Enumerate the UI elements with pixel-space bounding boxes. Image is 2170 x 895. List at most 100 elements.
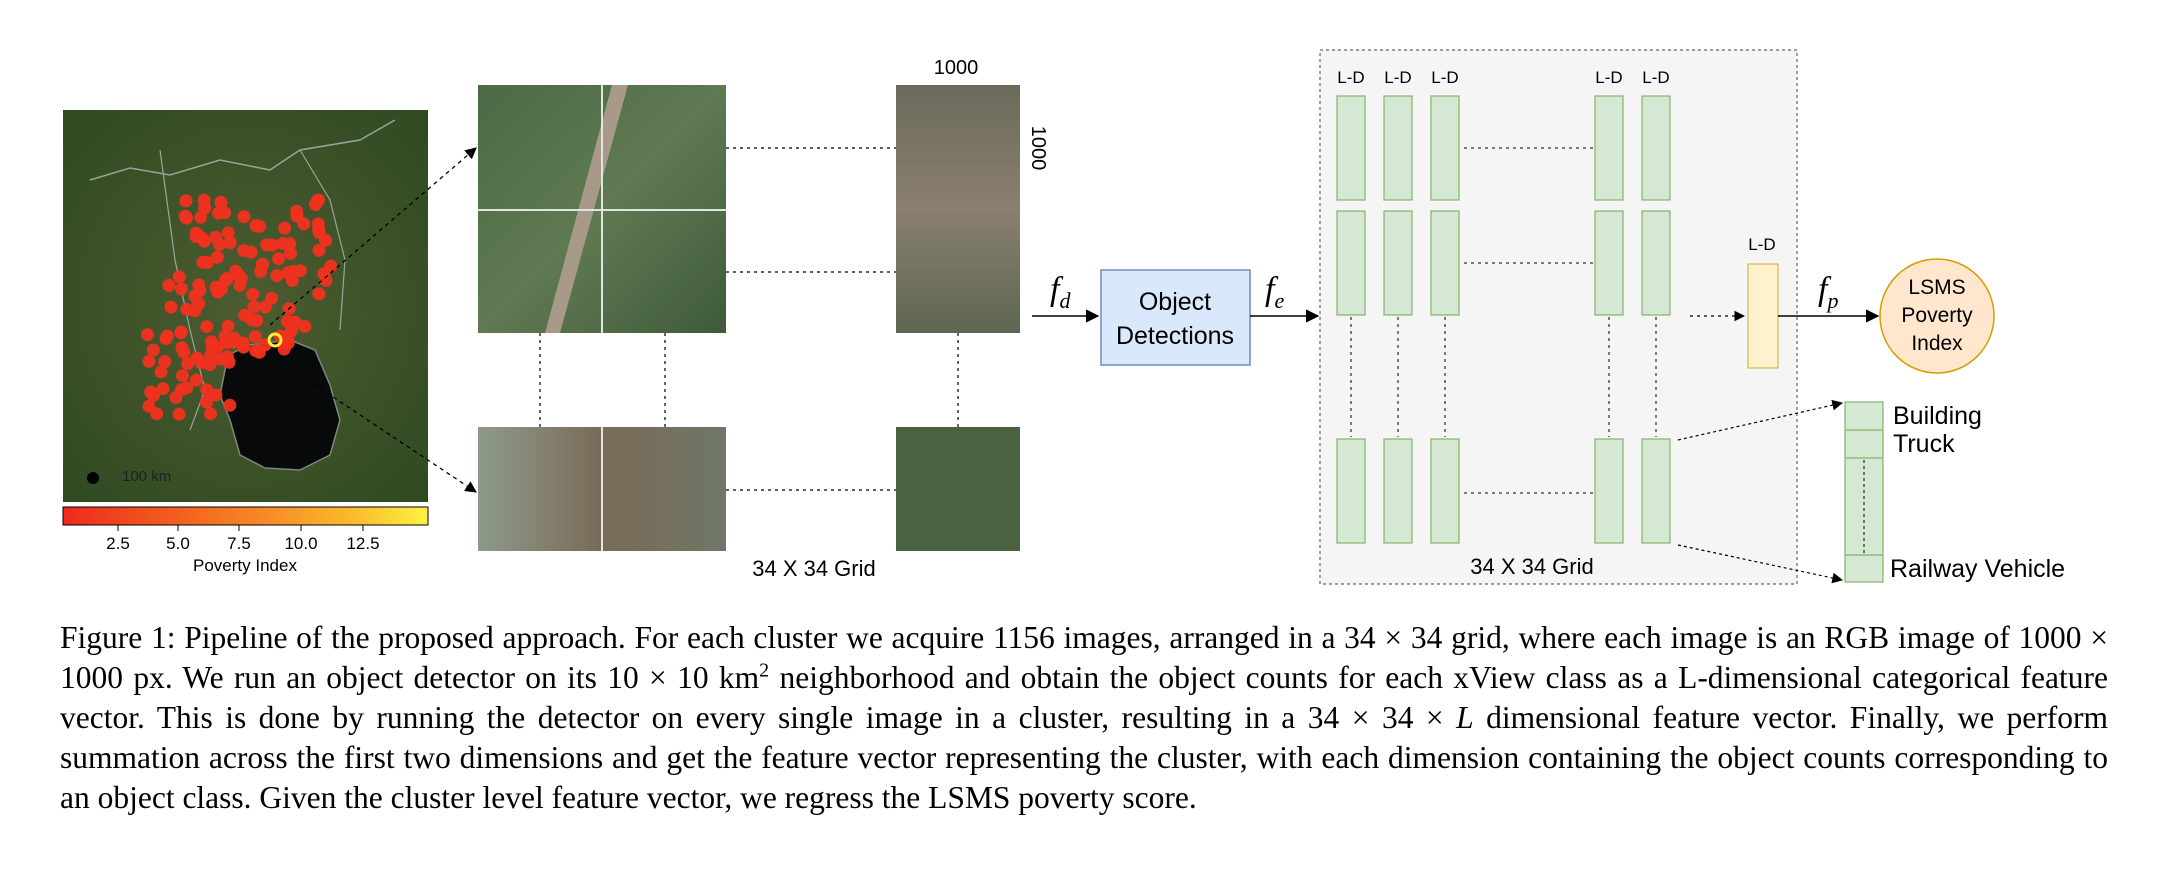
feature-cell [1430, 210, 1460, 316]
cluster-dot [238, 308, 252, 322]
caption-math: 34 × 34 × [1307, 700, 1457, 735]
feature-cell [1430, 95, 1460, 201]
caption-text: grid, where each image is an RGB image o… [1442, 620, 2019, 655]
image-grid: 1000 1000 34 X 34 Grid [478, 57, 1049, 581]
figure-label: Figure 1: [60, 620, 176, 655]
cluster-dot [276, 237, 290, 250]
cluster-dot [174, 326, 188, 340]
cluster-dot [284, 246, 297, 260]
cluster-dot [312, 243, 326, 257]
cluster-dot [180, 302, 194, 316]
feature-cell [1336, 95, 1366, 201]
cluster-dot [200, 320, 214, 334]
scale-label: 100 km [122, 468, 171, 485]
caption-math: 10 × 10 km [607, 660, 760, 695]
caption-superscript: 2 [759, 659, 770, 682]
feature-cell [1594, 438, 1624, 544]
column-label: L-D [1337, 68, 1364, 87]
fe-symbol: fe [1265, 271, 1284, 313]
class-label-truck: Truck [1893, 430, 1955, 458]
cluster-dot [290, 209, 304, 223]
cluster-dot [169, 390, 183, 404]
cluster-dot [179, 194, 193, 208]
object-detections-box [1100, 269, 1251, 366]
feature-cell [1594, 210, 1624, 316]
cluster-dot [205, 341, 219, 355]
cluster-dot [312, 287, 326, 301]
cluster-dot [221, 226, 235, 240]
feature-cell [1336, 438, 1366, 544]
cluster-dot [200, 383, 214, 397]
cluster-dot [231, 268, 245, 282]
cluster-dot [252, 345, 266, 359]
figure-caption: Figure 1: Pipeline of the proposed appro… [60, 618, 2108, 818]
colorbar-label: Poverty Index [193, 556, 297, 575]
cluster-dot [247, 300, 261, 314]
caption-text: dimensional feature vector. Finally, we … [60, 700, 2109, 815]
feature-cell [1383, 210, 1413, 316]
caption-text: Pipeline of the proposed approach. For e… [175, 620, 993, 655]
cluster-dot [223, 236, 237, 250]
feature-cell [1641, 438, 1671, 544]
cluster-dot [233, 278, 247, 292]
cluster-dot [172, 270, 186, 284]
cluster-dot [146, 343, 160, 357]
cluster-dot [246, 287, 260, 301]
cluster-dot [223, 398, 237, 412]
fd-subscript: d [1059, 288, 1071, 313]
output-line3: Index [1911, 332, 1963, 355]
caption-text: images, arranged in a [1054, 620, 1345, 655]
satellite-tile [896, 427, 1020, 551]
cluster-dot [236, 336, 250, 350]
cluster-dot [197, 193, 211, 207]
colorbar-tick-label: 10.0 [284, 534, 317, 553]
cluster-dot [209, 230, 223, 244]
column-ellipsis-lines [1350, 317, 1657, 437]
summed-feature-vector [1747, 263, 1779, 369]
cluster-dot [237, 210, 251, 224]
detector-label-line2: Detections [1116, 322, 1234, 350]
detector-label-line1: Object [1139, 288, 1211, 316]
grid-label: 34 X 34 Grid [752, 556, 876, 581]
cluster-dot [194, 210, 208, 224]
cluster-dot [221, 319, 235, 333]
caption-text: neighborhood and obtain the object count… [60, 660, 2108, 735]
colorbar-tick-label: 7.5 [227, 534, 251, 553]
cluster-dot [164, 300, 178, 314]
column-label: L-D [1431, 68, 1458, 87]
cluster-dot [141, 328, 154, 342]
cluster-dot [192, 278, 206, 292]
cluster-dots [141, 193, 338, 421]
cluster-dot [188, 289, 202, 303]
cluster-dot [256, 257, 269, 271]
cluster-dot [298, 320, 312, 333]
class-label-building: Building [1893, 402, 1982, 430]
cluster-dot [176, 369, 189, 383]
feature-cell [1594, 95, 1624, 201]
cluster-dot [312, 226, 326, 240]
colorbar [62, 506, 429, 526]
cluster-dot [174, 282, 188, 296]
zoom-line [299, 374, 477, 493]
class-label-railway-vehicle: Railway Vehicle [1890, 555, 2065, 583]
cluster-dot [172, 407, 186, 421]
class-zoom-line [1677, 544, 1844, 584]
feature-cell [1336, 210, 1366, 316]
feature-cells [1336, 95, 1671, 544]
cluster-dot [227, 335, 241, 349]
cluster-dot [324, 259, 338, 273]
cluster-dot [179, 211, 193, 225]
satellite-tile [896, 85, 1020, 333]
feature-grid-label: 34 X 34 Grid [1470, 554, 1594, 579]
caption-math: 34 × 34 [1344, 620, 1443, 655]
output-line2: Poverty [1901, 304, 1973, 327]
cluster-dot [180, 381, 194, 395]
cluster-dot [210, 250, 224, 264]
cluster-dot [288, 315, 302, 329]
output-line1: LSMS [1908, 276, 1965, 299]
